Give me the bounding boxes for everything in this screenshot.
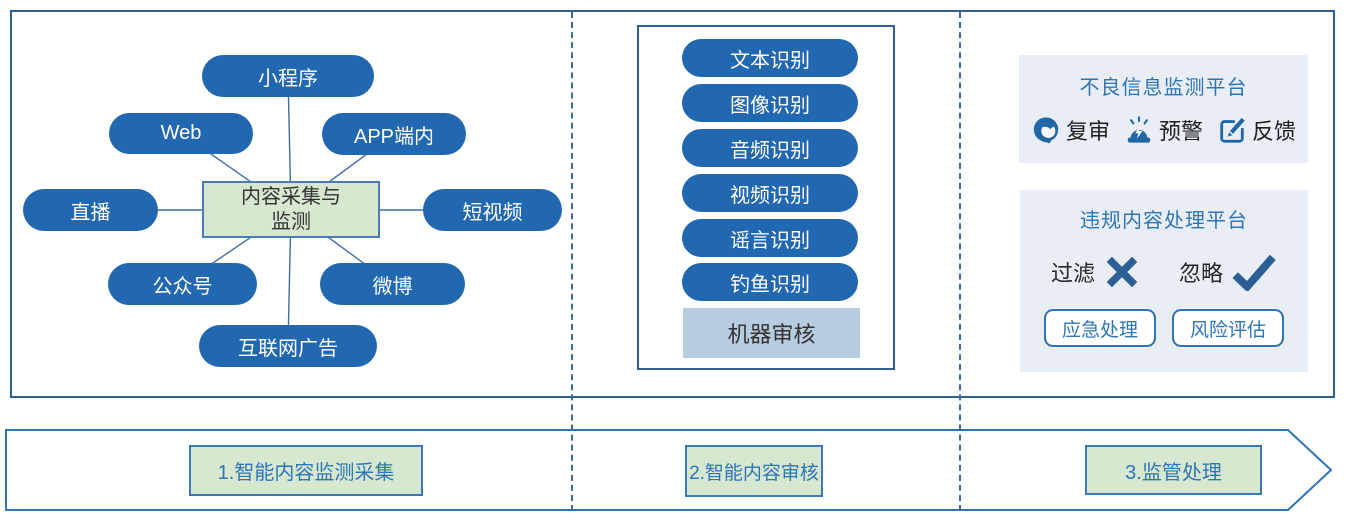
recognition-pill-text: 文本识别 xyxy=(682,39,858,77)
option-ignore: 忽略 xyxy=(1179,253,1277,291)
spoke-label: 直播 xyxy=(70,201,111,224)
spoke-label: 公众号 xyxy=(152,275,213,298)
option-label: 忽略 xyxy=(1179,261,1224,286)
recognition-label: 钓鱼识别 xyxy=(730,273,810,296)
spoke-label: 小程序 xyxy=(258,67,318,90)
spoke-pill-officialaccount: 公众号 xyxy=(108,263,257,305)
x-mark-icon xyxy=(1106,256,1138,288)
agent-headset-icon xyxy=(1033,117,1059,144)
action-label: 复审 xyxy=(1065,119,1110,144)
recognition-label: 谣言识别 xyxy=(730,229,810,252)
panel-title: 不良信息监测平台 xyxy=(1079,77,1248,99)
band-step-label: 1.智能内容监测采集 xyxy=(217,462,395,484)
panel-bad-info-monitoring: 不良信息监测平台 复审 xyxy=(1019,55,1308,163)
band-step-2: 2.智能内容审核 xyxy=(685,445,823,497)
machine-review-label: 机器审核 xyxy=(727,322,816,347)
spoke-pill-live: 直播 xyxy=(23,189,158,231)
spoke-label: 互联网广告 xyxy=(238,337,338,360)
spoke-pill-app: APP端内 xyxy=(322,113,466,155)
recognition-label: 图像识别 xyxy=(730,94,810,117)
section-divider-1 xyxy=(571,12,573,511)
emergency-handling-button[interactable]: 应急处理 xyxy=(1044,309,1156,347)
button-row: 应急处理 风险评估 xyxy=(1044,309,1284,347)
spoke-pill-internet-ads: 互联网广告 xyxy=(199,325,377,367)
action-label: 反馈 xyxy=(1252,119,1297,144)
recognition-pill-phishing: 钓鱼识别 xyxy=(682,263,858,301)
hub-content-collection: 内容采集与 监测 xyxy=(202,181,380,238)
action-label: 预警 xyxy=(1158,119,1203,144)
action-warning: 预警 xyxy=(1124,114,1203,146)
band-step-3: 3.监管处理 xyxy=(1085,445,1262,495)
band-step-1: 1.智能内容监测采集 xyxy=(189,445,423,496)
recognition-pill-rumor: 谣言识别 xyxy=(682,219,858,257)
edit-pen-icon xyxy=(1220,117,1245,143)
recognition-pill-audio: 音频识别 xyxy=(682,129,858,167)
spoke-label: 短视频 xyxy=(462,201,523,224)
section-divider-2 xyxy=(959,12,961,511)
check-mark-icon xyxy=(1232,254,1276,291)
spoke-pill-web: Web xyxy=(109,113,253,154)
action-review: 复审 xyxy=(1031,114,1110,146)
spoke-label: 微博 xyxy=(372,275,413,298)
hub-label-line1: 内容采集与 xyxy=(241,185,341,208)
band-step-label: 2.智能内容审核 xyxy=(689,462,819,484)
spoke-pill-weibo: 微博 xyxy=(320,263,465,305)
action-row: 复审 预警 xyxy=(1031,114,1296,146)
band-step-label: 3.监管处理 xyxy=(1125,461,1222,484)
machine-review-box: 机器审核 xyxy=(683,308,860,358)
action-feedback: 反馈 xyxy=(1217,114,1296,146)
spoke-pill-shortvideo: 短视频 xyxy=(423,189,562,231)
option-filter: 过滤 xyxy=(1051,253,1141,291)
panel-violation-handling: 违规内容处理平台 过滤 忽略 应急处理 风险评估 xyxy=(1020,190,1308,372)
recognition-pill-video: 视频识别 xyxy=(682,174,858,212)
recognition-label: 音频识别 xyxy=(730,139,810,162)
panel-title: 违规内容处理平台 xyxy=(1080,210,1248,232)
recognition-label: 文本识别 xyxy=(730,49,810,72)
alarm-siren-icon xyxy=(1127,116,1151,143)
hub-label-line2: 监测 xyxy=(271,210,311,233)
recognition-label: 视频识别 xyxy=(730,184,810,207)
option-label: 过滤 xyxy=(1050,261,1095,286)
spoke-pill-miniprogram: 小程序 xyxy=(202,55,374,97)
spoke-label: APP端内 xyxy=(353,125,435,148)
spoke-label: Web xyxy=(160,122,202,144)
recognition-pill-image: 图像识别 xyxy=(682,84,858,122)
option-row: 过滤 忽略 xyxy=(1051,253,1277,291)
risk-assessment-button[interactable]: 风险评估 xyxy=(1172,309,1284,347)
